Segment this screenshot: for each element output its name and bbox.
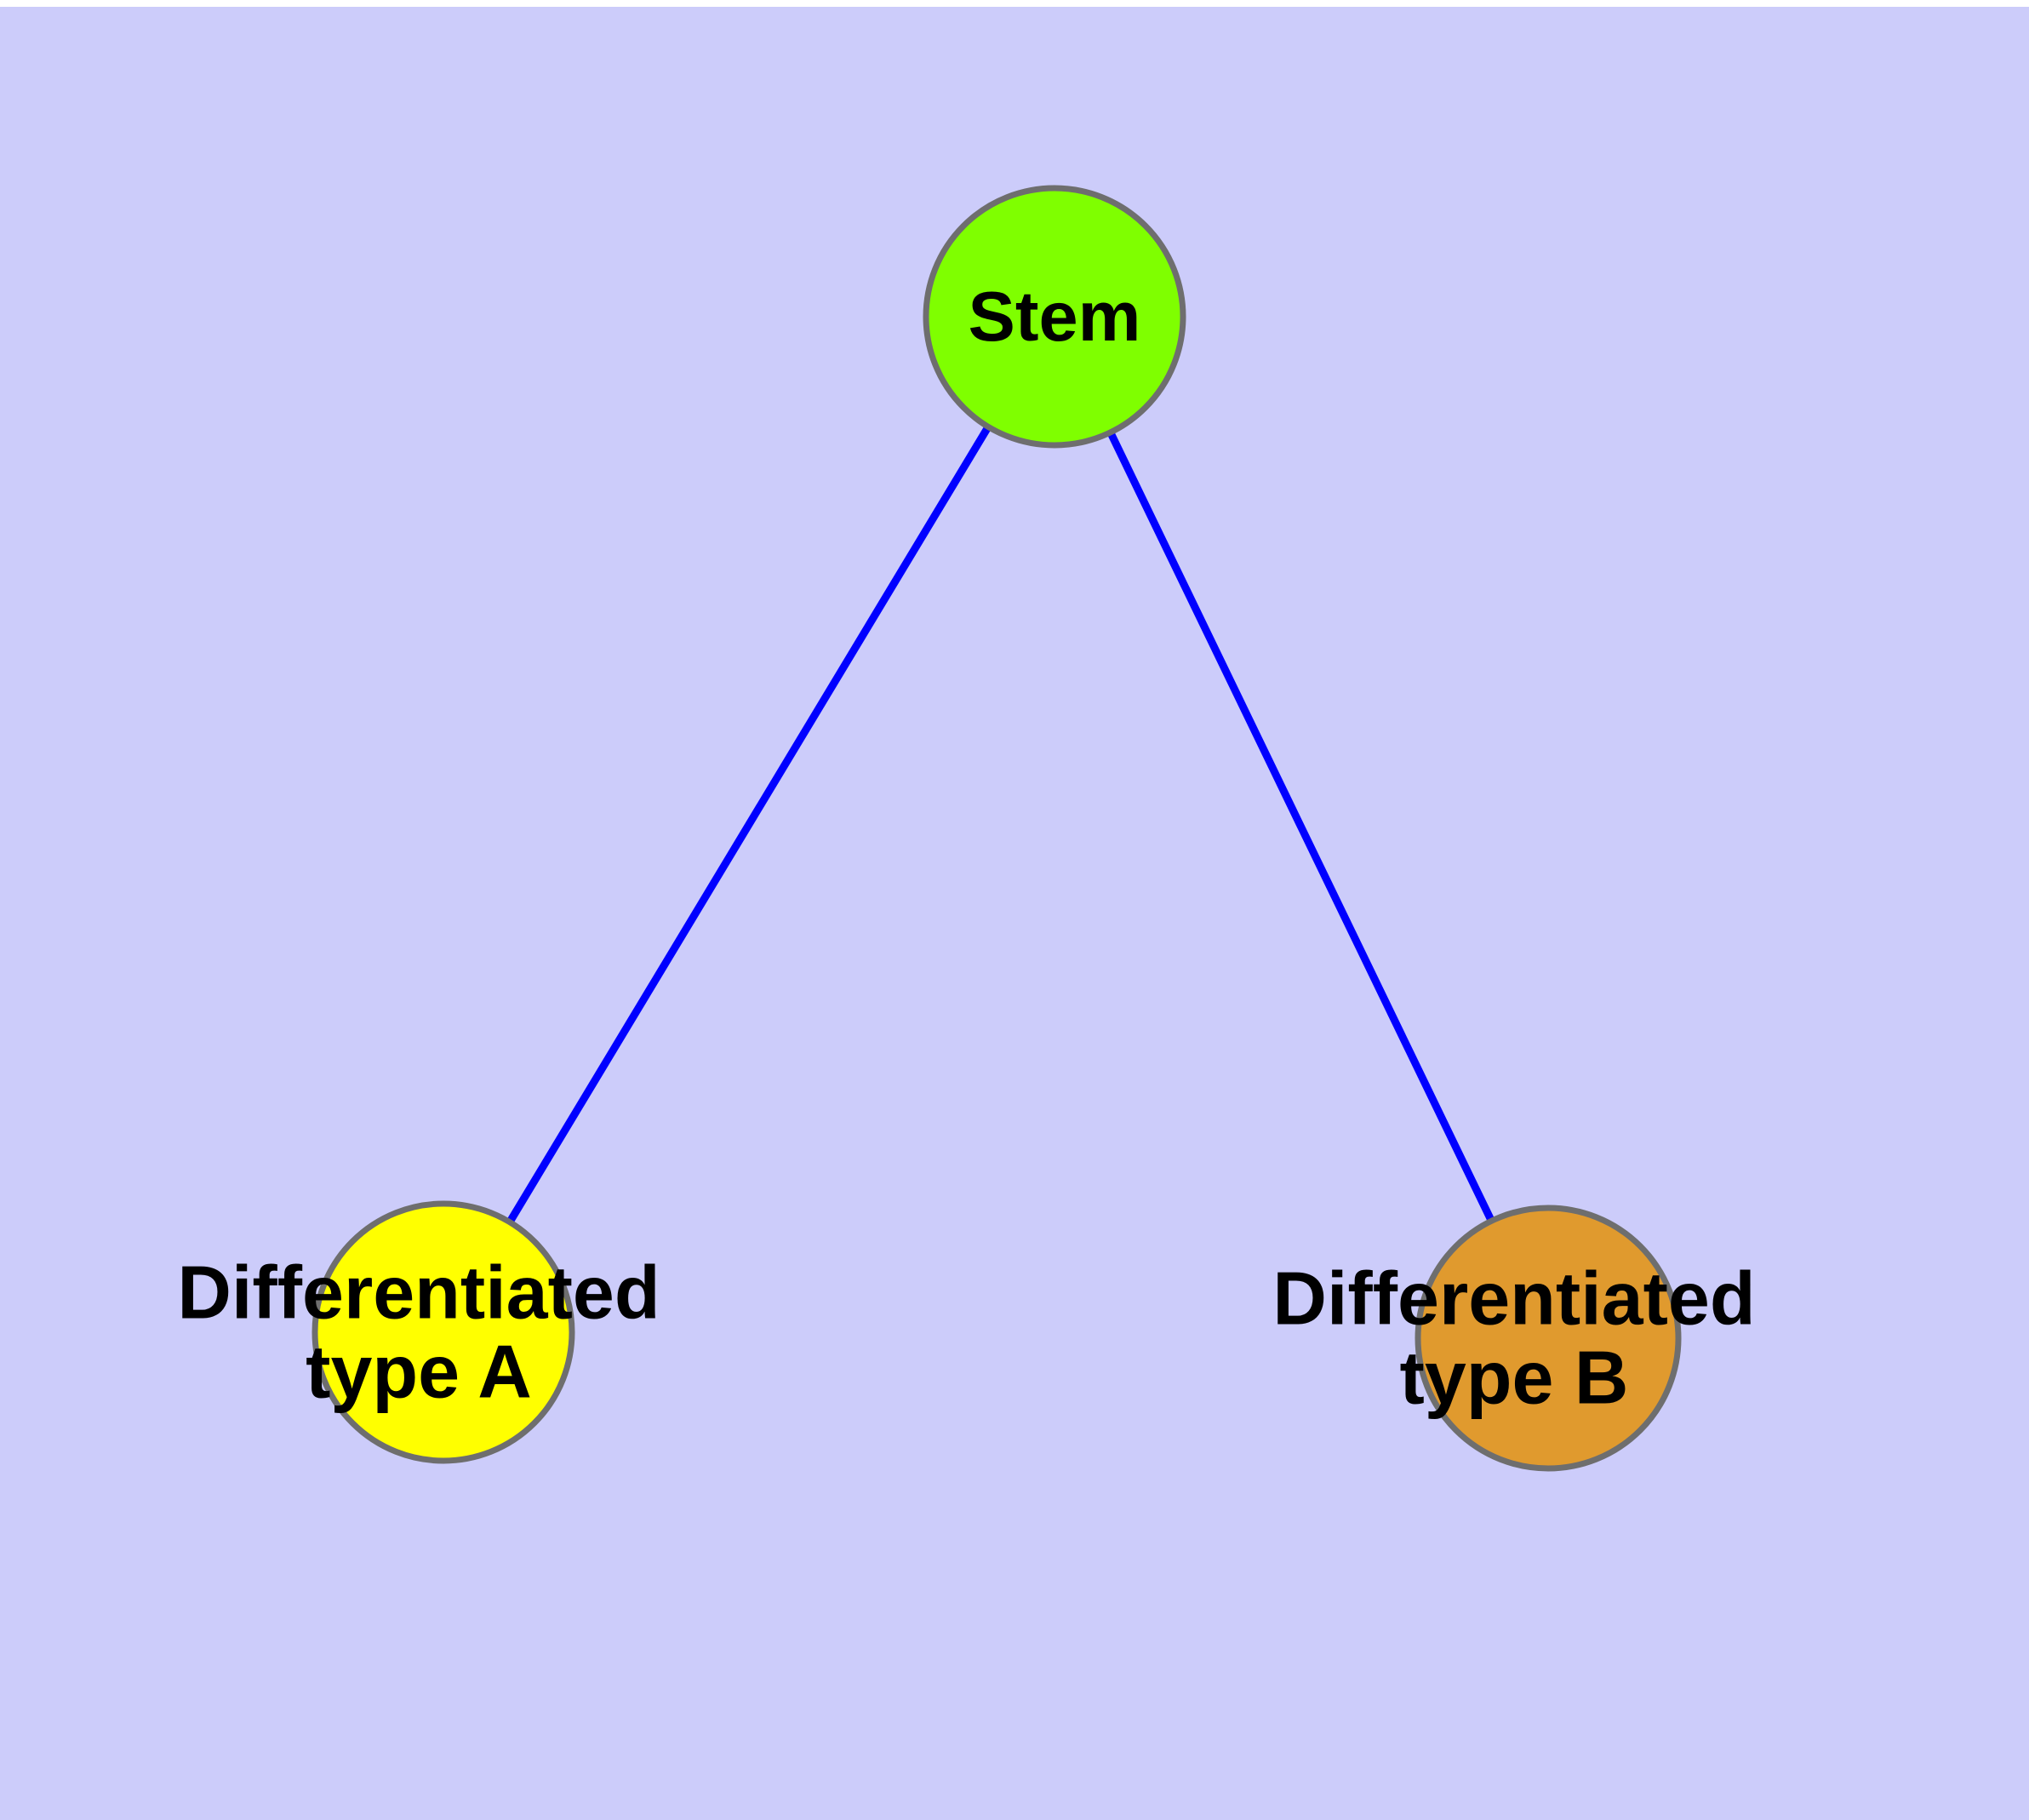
node-circle-diff-b[interactable]	[1415, 1205, 1682, 1472]
node-circle-diff-a[interactable]	[311, 1200, 575, 1464]
node-circle-stem[interactable]	[923, 185, 1186, 449]
edge-stem-to-diff-b	[1106, 430, 1495, 1223]
edges-layer	[506, 425, 1495, 1224]
nodes-layer	[311, 185, 1682, 1472]
edge-stem-to-diff-a	[506, 425, 992, 1224]
